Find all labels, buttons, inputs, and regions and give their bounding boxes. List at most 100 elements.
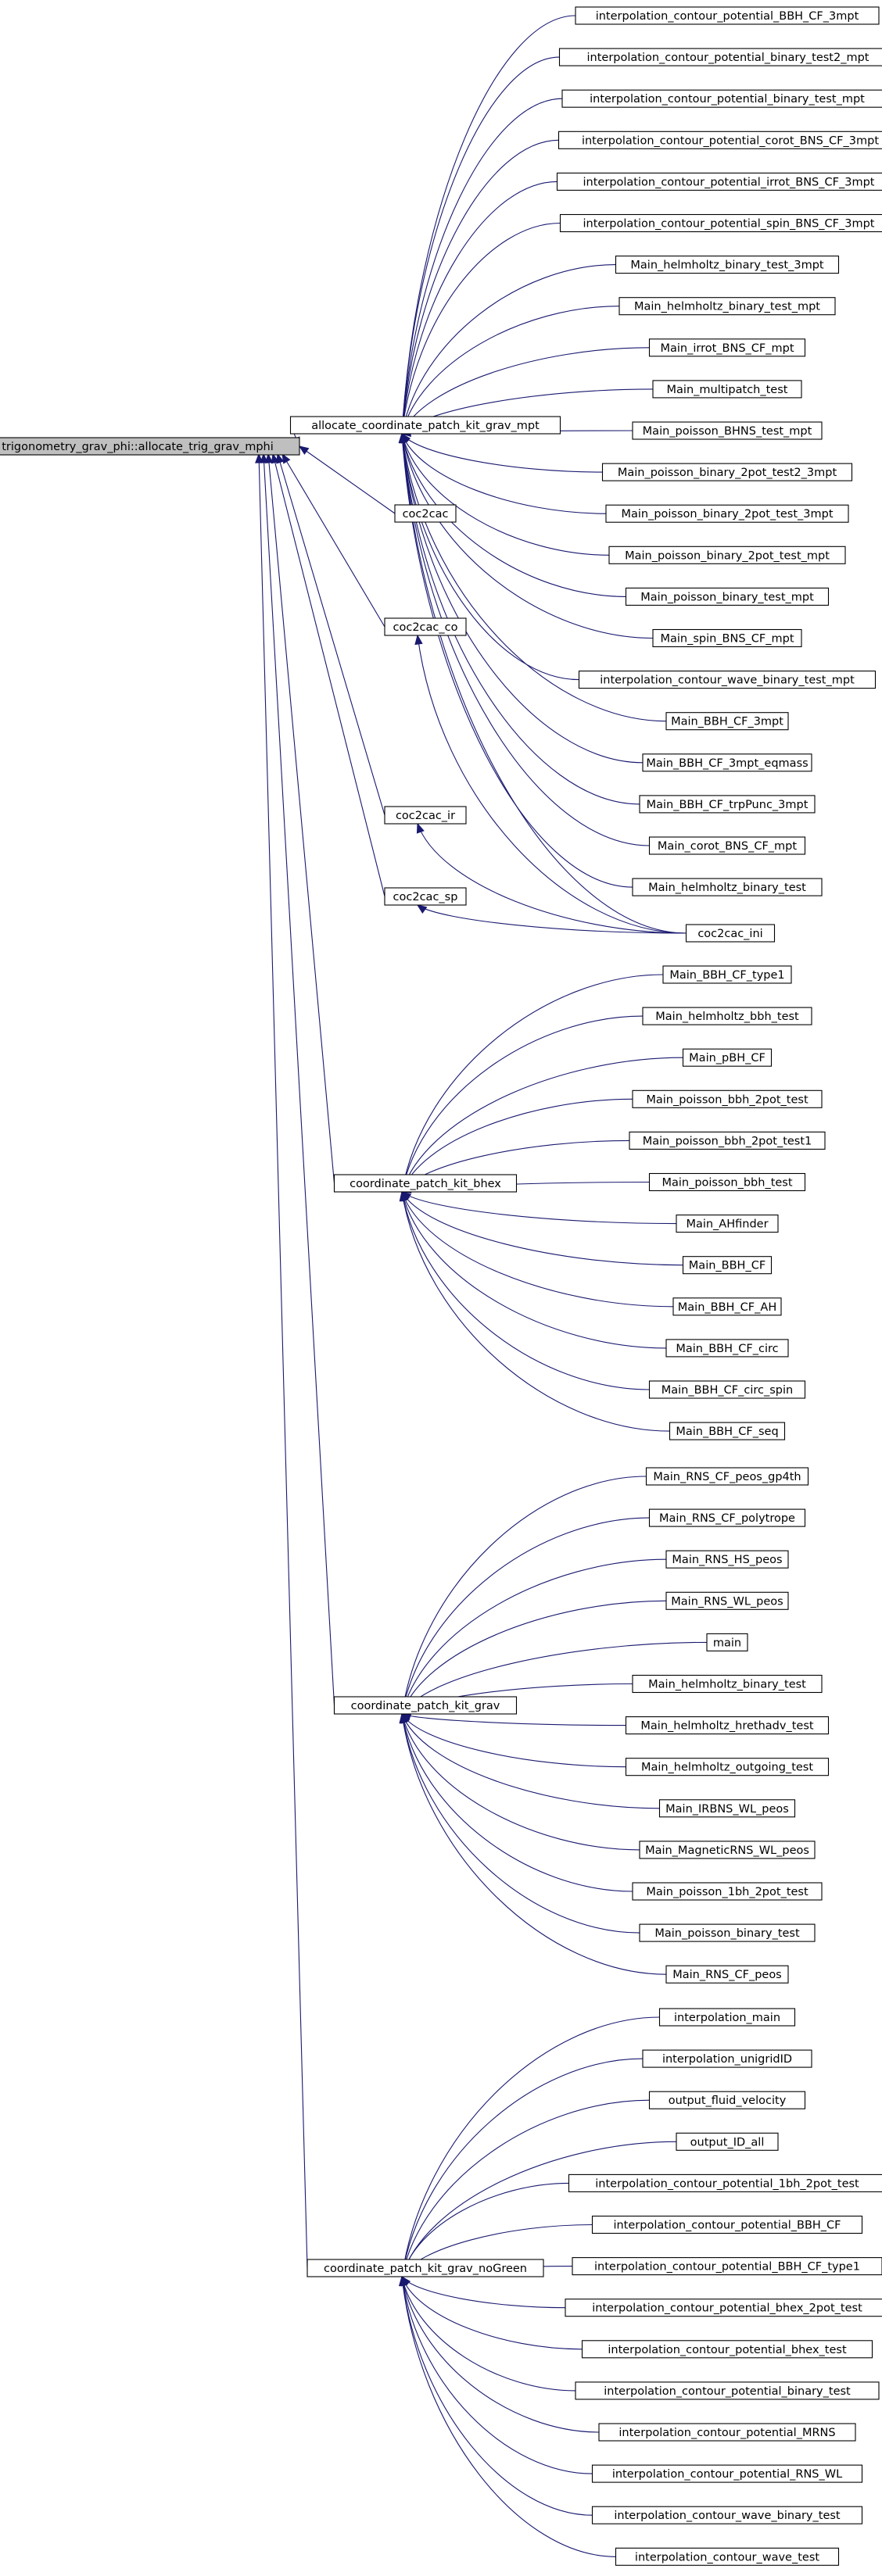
node-coc2cac[interactable]: coc2cac xyxy=(394,504,457,523)
node-interpolation-contour-potential-bbh-cf-3mpt[interactable]: interpolation_contour_potential_BBH_CF_3… xyxy=(575,6,880,25)
node-main-ahfinder[interactable]: Main_AHfinder xyxy=(676,1215,779,1233)
node-main[interactable]: main xyxy=(706,1633,748,1651)
node-label: Main_BBH_CF_type1 xyxy=(669,969,784,982)
node-main-bbh-cf-ah[interactable]: Main_BBH_CF_AH xyxy=(672,1297,782,1316)
node-main-helmholtz-hrethadv-test[interactable]: Main_helmholtz_hrethadv_test xyxy=(625,1716,830,1735)
node-box xyxy=(658,2008,796,2027)
node-box xyxy=(625,587,830,606)
edge-arrowhead xyxy=(399,1712,407,1724)
node-interpolation-contour-wave-test[interactable]: interpolation_contour_wave_test xyxy=(615,2547,840,2566)
node-main-rns-cf-peos[interactable]: Main_RNS_CF_peos xyxy=(665,1965,789,1984)
node-interpolation-contour-potential-bhex-2pot-test[interactable]: interpolation_contour_potential_bhex_2po… xyxy=(565,2299,882,2317)
node-main-bbh-cf-3mpt[interactable]: Main_BBH_CF_3mpt xyxy=(665,712,789,731)
node-main-magneticrns-wl-peos[interactable]: Main_MagneticRNS_WL_peos xyxy=(639,1841,816,1859)
edge-arrowhead xyxy=(399,1190,408,1202)
node-box xyxy=(581,2340,873,2359)
call-edge xyxy=(401,2276,616,2557)
node-main-corot-bns-cf-mpt[interactable]: Main_corot_BNS_CF_mpt xyxy=(648,836,806,855)
call-edge xyxy=(277,453,385,816)
node-output-id-all[interactable]: output_ID_all xyxy=(676,2132,779,2151)
node-main-bbh-cf-3mpt-eqmass[interactable]: Main_BBH_CF_3mpt_eqmass xyxy=(642,753,812,772)
node-interpolation-main[interactable]: interpolation_main xyxy=(658,2008,796,2027)
node-interpolation-contour-potential-binary-test[interactable]: interpolation_contour_potential_binary_t… xyxy=(575,2381,880,2400)
node-main-poisson-binary-test[interactable]: Main_poisson_binary_test xyxy=(639,1923,816,1942)
node-main-poisson-binary-2pot-test-mpt[interactable]: Main_poisson_binary_2pot_test_mpt xyxy=(608,546,846,564)
node-trigonometry-grav-phi-allocate-trig-grav-mphi[interactable]: trigonometry_grav_phi::allocate_trig_gra… xyxy=(0,437,300,456)
node-main-helmholtz-binary-test-mpt[interactable]: Main_helmholtz_binary_test_mpt xyxy=(618,297,836,316)
node-coordinate-patch-kit-grav-nogreen[interactable]: coordinate_patch_kit_grav_noGreen xyxy=(307,2259,544,2277)
node-interpolation-contour-potential-corot-bns-cf-3mpt[interactable]: interpolation_contour_potential_corot_BN… xyxy=(558,131,882,149)
node-box xyxy=(591,2506,863,2524)
edge-arrowhead xyxy=(281,453,291,464)
node-coc2cac-ir[interactable]: coc2cac_ir xyxy=(384,806,467,825)
node-label: Main_helmholtz_binary_test xyxy=(648,882,806,894)
node-interpolation-contour-potential-binary-test-mpt[interactable]: interpolation_contour_potential_binary_t… xyxy=(561,89,882,108)
node-main-bbh-cf-circ-spin[interactable]: Main_BBH_CF_circ_spin xyxy=(648,1380,806,1399)
node-coc2cac-ini[interactable]: coc2cac_ini xyxy=(685,924,776,943)
node-main-rns-cf-peos-gp4th[interactable]: Main_RNS_CF_peos_gp4th xyxy=(645,1467,809,1486)
node-coordinate-patch-kit-bhex[interactable]: coordinate_patch_kit_bhex xyxy=(333,1174,518,1193)
node-main-poisson-binary-2pot-test-3mpt[interactable]: Main_poisson_binary_2pot_test_3mpt xyxy=(605,504,849,523)
node-label: Main_poisson_binary_test_mpt xyxy=(640,591,814,603)
node-main-poisson-bbh-2pot-test1[interactable]: Main_poisson_bbh_2pot_test1 xyxy=(629,1131,826,1150)
node-box xyxy=(632,1674,823,1694)
node-coordinate-patch-kit-grav[interactable]: coordinate_patch_kit_grav xyxy=(333,1696,518,1715)
node-interpolation-contour-potential-binary-test2-mpt[interactable]: interpolation_contour_potential_binary_t… xyxy=(558,48,882,66)
node-main-irbns-wl-peos[interactable]: Main_IRBNS_WL_peos xyxy=(658,1799,796,1818)
node-label: Main_irrot_BNS_CF_mpt xyxy=(660,342,794,355)
node-main-rns-hs-peos[interactable]: Main_RNS_HS_peos xyxy=(665,1550,789,1569)
node-main-rns-cf-polytrope[interactable]: Main_RNS_CF_polytrope xyxy=(648,1508,806,1527)
node-interpolation-contour-potential-1bh-2pot-test[interactable]: interpolation_contour_potential_1bh_2pot… xyxy=(568,2174,882,2192)
node-main-pbh-cf[interactable]: Main_pBH_CF xyxy=(682,1048,773,1067)
node-main-poisson-bbh-test[interactable]: Main_poisson_bbh_test xyxy=(648,1172,806,1192)
node-main-bbh-cf-seq[interactable]: Main_BBH_CF_seq xyxy=(669,1422,786,1440)
call-edge xyxy=(267,453,335,1184)
node-interpolation-contour-potential-rns-wl[interactable]: interpolation_contour_potential_RNS_WL xyxy=(591,2464,863,2483)
node-main-irrot-bns-cf-mpt[interactable]: Main_irrot_BNS_CF_mpt xyxy=(648,338,806,357)
node-label: Main_BBH_CF xyxy=(689,1260,765,1272)
node-coc2cac-sp[interactable]: coc2cac_sp xyxy=(384,887,467,906)
node-main-bbh-cf-type1[interactable]: Main_BBH_CF_type1 xyxy=(662,965,792,984)
node-main-bbh-cf[interactable]: Main_BBH_CF xyxy=(682,1256,773,1275)
call-edge xyxy=(417,635,687,934)
node-main-multipatch-test[interactable]: Main_multipatch_test xyxy=(652,380,802,399)
node-box xyxy=(648,1508,806,1527)
node-box xyxy=(561,89,882,108)
call-edge xyxy=(401,1476,647,1715)
node-main-poisson-bhns-test-mpt[interactable]: Main_poisson_BHNS_test_mpt xyxy=(632,421,823,440)
node-main-helmholtz-binary-test[interactable]: Main_helmholtz_binary_test xyxy=(632,1674,823,1694)
node-main-spin-bns-cf-mpt[interactable]: Main_spin_BNS_CF_mpt xyxy=(652,628,802,648)
node-interpolation-contour-wave-binary-test-mpt[interactable]: interpolation_contour_wave_binary_test_m… xyxy=(578,671,877,689)
node-interpolation-contour-potential-spin-bns-cf-3mpt[interactable]: interpolation_contour_potential_spin_BNS… xyxy=(559,213,882,233)
node-box xyxy=(615,256,840,274)
node-coc2cac-co[interactable]: coc2cac_co xyxy=(384,617,467,636)
call-edge xyxy=(401,433,633,888)
node-main-poisson-binary-2pot-test2-3mpt[interactable]: Main_poisson_binary_2pot_test2_3mpt xyxy=(601,463,853,481)
call-edge xyxy=(401,1057,683,1193)
node-main-helmholtz-outgoing-test[interactable]: Main_helmholtz_outgoing_test xyxy=(625,1758,830,1776)
node-interpolation-contour-potential-bhex-test[interactable]: interpolation_contour_potential_bhex_tes… xyxy=(581,2340,873,2359)
node-interpolation-contour-potential-bbh-cf-type1[interactable]: interpolation_contour_potential_BBH_CF_t… xyxy=(572,2257,882,2276)
call-edge xyxy=(401,347,650,435)
node-main-poisson-bbh-2pot-test[interactable]: Main_poisson_bbh_2pot_test xyxy=(632,1089,823,1108)
node-interpolation-contour-potential-bbh-cf[interactable]: interpolation_contour_potential_BBH_CF xyxy=(591,2215,863,2234)
node-interpolation-contour-potential-mrns[interactable]: interpolation_contour_potential_MRNS xyxy=(598,2423,856,2442)
node-main-rns-wl-peos[interactable]: Main_RNS_WL_peos xyxy=(665,1591,789,1610)
node-allocate-coordinate-patch-kit-grav-mpt[interactable]: allocate_coordinate_patch_kit_grav_mpt xyxy=(289,416,561,435)
node-box xyxy=(394,504,457,523)
node-main-helmholtz-bbh-test[interactable]: Main_helmholtz_bbh_test xyxy=(642,1007,812,1025)
node-box xyxy=(706,1633,748,1651)
node-output-fluid-velocity[interactable]: output_fluid_velocity xyxy=(648,2091,806,2109)
node-main-helmholtz-binary-test[interactable]: Main_helmholtz_binary_test xyxy=(632,878,823,896)
node-label: interpolation_unigridID xyxy=(662,2053,792,2066)
node-main-poisson-binary-test-mpt[interactable]: Main_poisson_binary_test_mpt xyxy=(625,587,830,606)
node-main-bbh-cf-circ[interactable]: Main_BBH_CF_circ xyxy=(665,1339,789,1358)
node-interpolation-contour-wave-binary-test[interactable]: interpolation_contour_wave_binary_test xyxy=(591,2506,863,2524)
node-main-bbh-cf-trppunc-3mpt[interactable]: Main_BBH_CF_trpPunc_3mpt xyxy=(639,795,816,814)
call-edge xyxy=(401,222,561,435)
node-main-helmholtz-binary-test-3mpt[interactable]: Main_helmholtz_binary_test_3mpt xyxy=(615,256,840,274)
node-interpolation-contour-potential-irrot-bns-cf-3mpt[interactable]: interpolation_contour_potential_irrot_BN… xyxy=(556,172,882,191)
node-main-poisson-1bh-2pot-test[interactable]: Main_poisson_1bh_2pot_test xyxy=(632,1882,823,1901)
node-interpolation-unigridid[interactable]: interpolation_unigridID xyxy=(642,2049,812,2068)
node-box xyxy=(648,836,806,855)
